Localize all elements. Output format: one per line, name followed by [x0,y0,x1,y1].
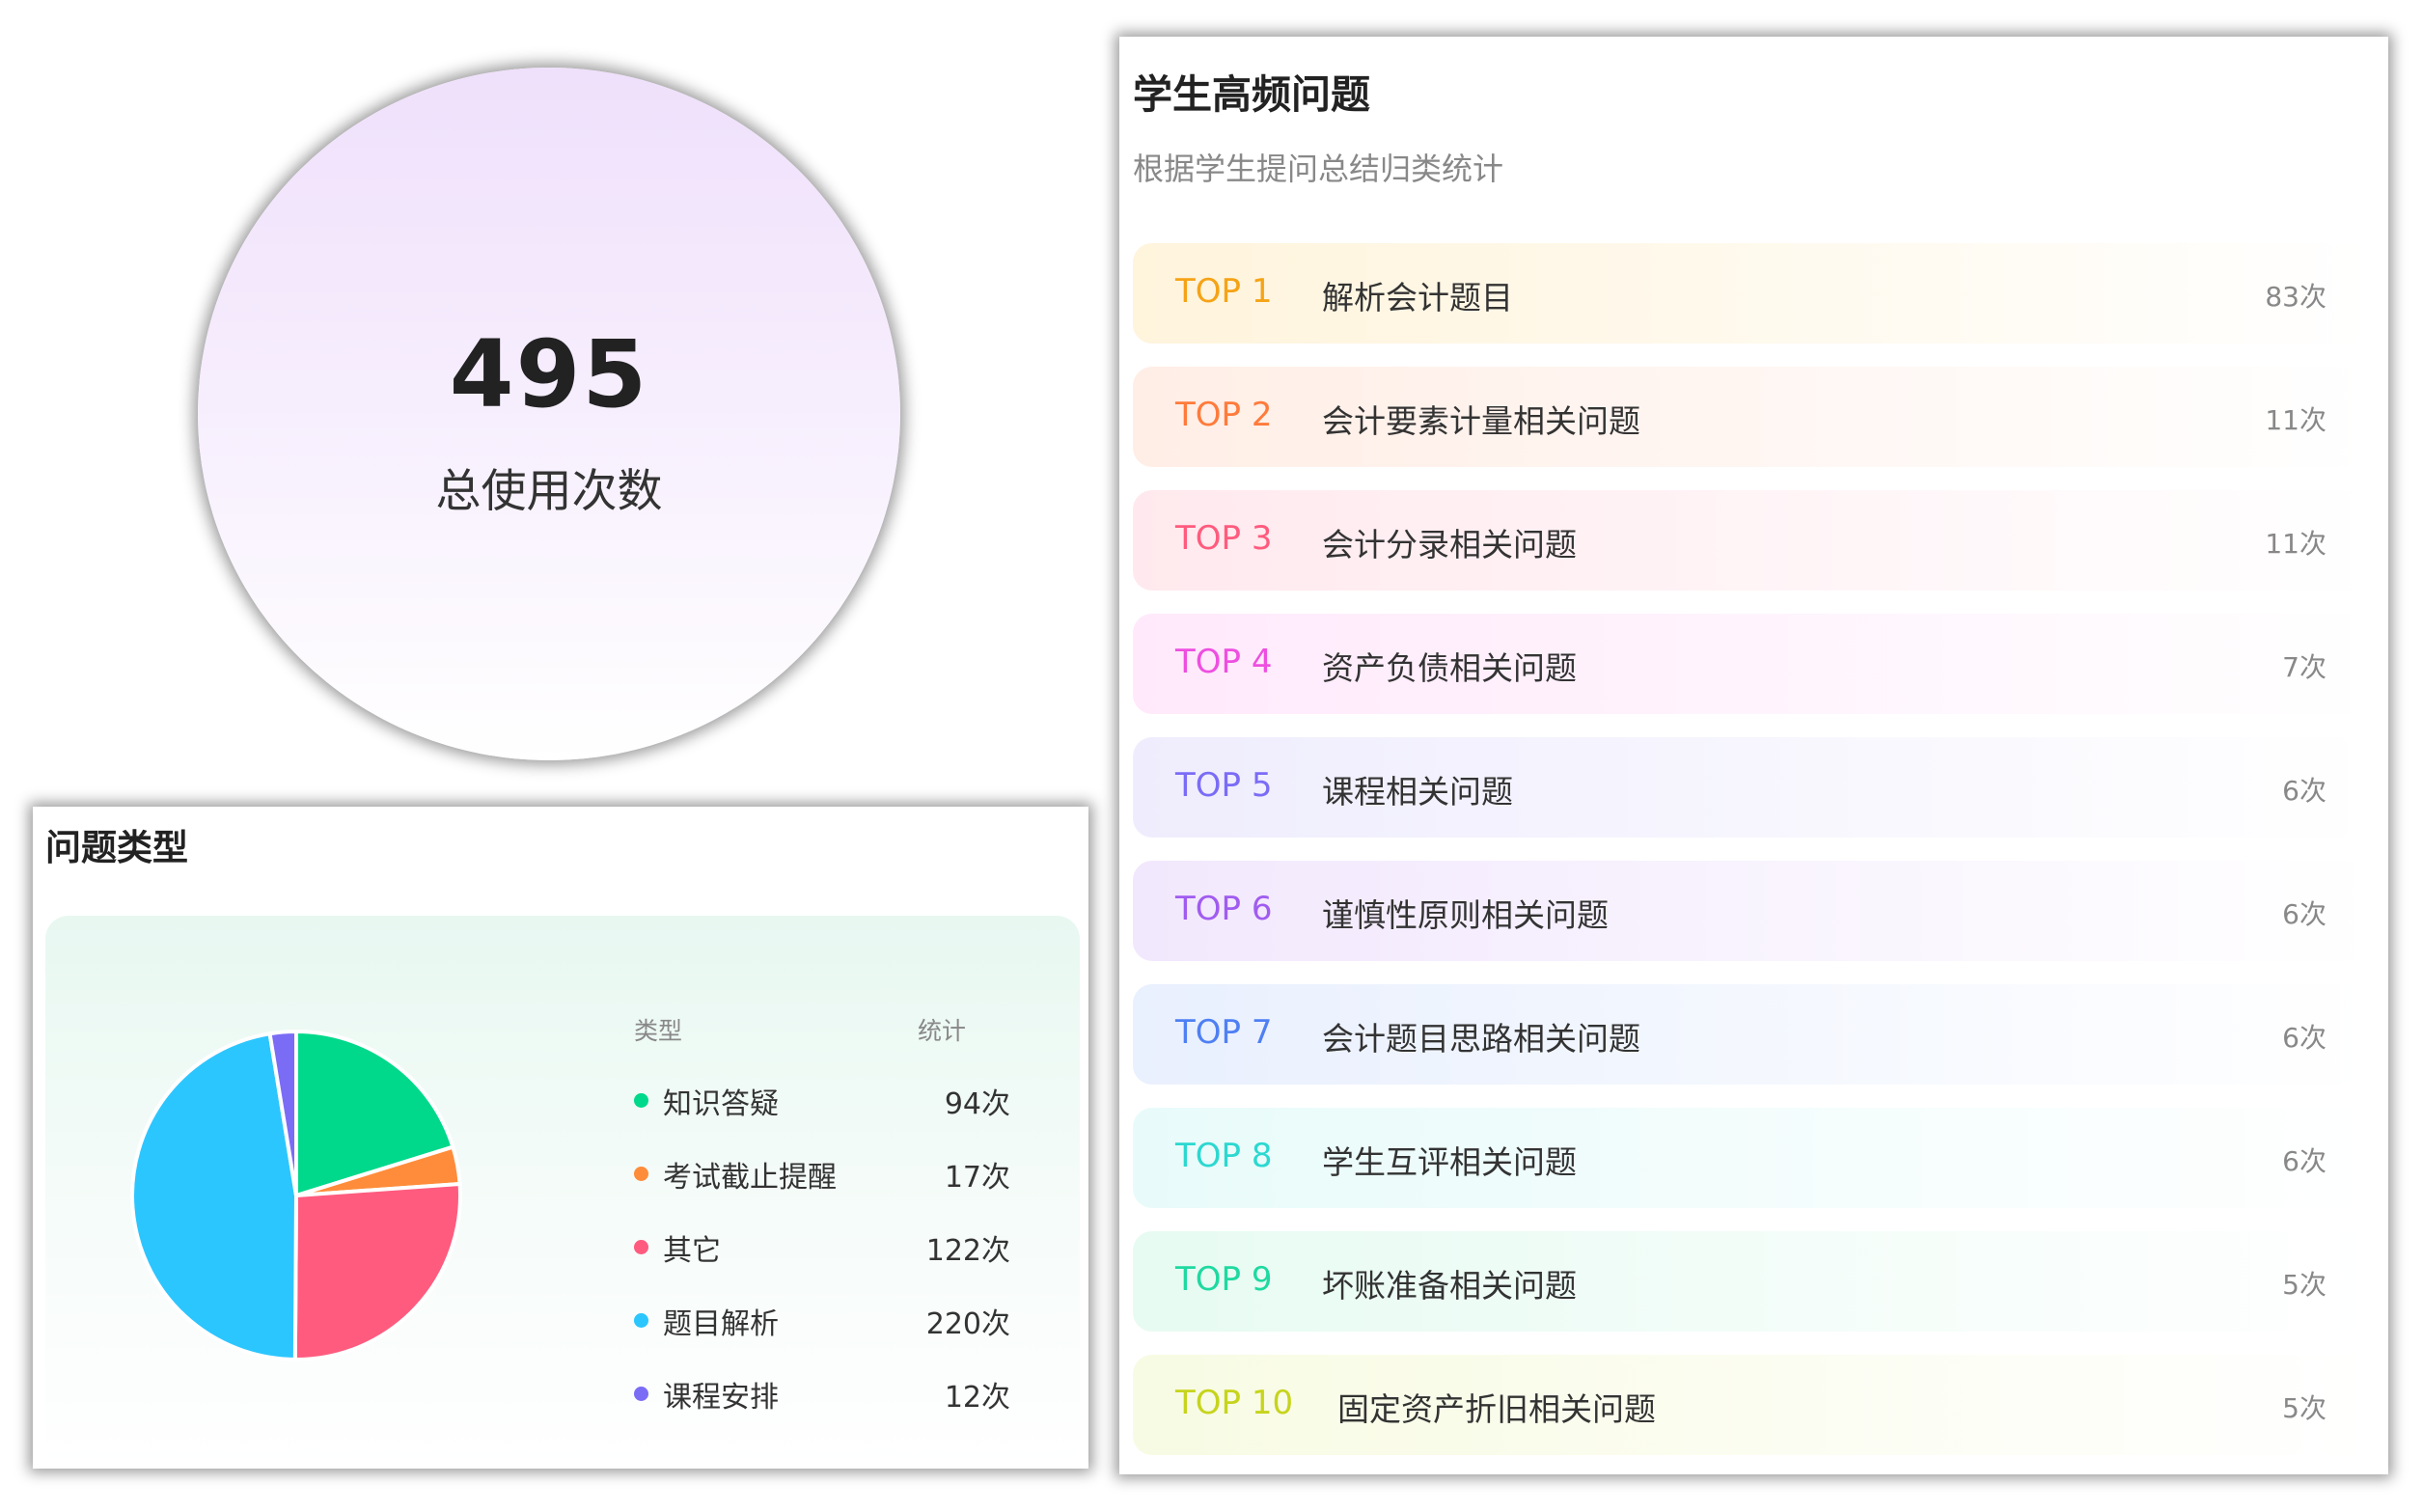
legend-item-name: 考试截止提醒 [663,1161,837,1195]
legend-dot [634,1240,648,1254]
top-questions-title: 学生高频问题 [1133,71,1370,118]
pie-slice-4[interactable] [267,1029,298,1196]
legend-dot [634,1387,648,1401]
usage-total-card: 495 总使用次数 [198,68,900,760]
top-question-row[interactable]: TOP 1 解析会计题目 83次 [1133,243,2373,344]
top-question-count: 6次 [2282,775,2327,807]
top-question-name: 会计分录相关问题 [1322,526,1577,564]
top-question-rank: TOP 10 [1175,1384,1294,1422]
top-question-count: 11次 [2265,528,2327,560]
top-question-count: 6次 [2282,898,2327,930]
legend-item: 其它 122次 [624,1226,1010,1268]
top-question-name: 固定资产折旧相关问题 [1337,1390,1656,1428]
top-question-name: 解析会计题目 [1322,279,1513,316]
legend-dot [634,1313,648,1328]
legend-item-name: 题目解析 [663,1307,779,1341]
top-question-name: 学生互评相关问题 [1322,1143,1577,1181]
top-question-rank: TOP 6 [1175,890,1273,928]
top-question-name: 谨慎性原则相关问题 [1322,896,1609,934]
legend-item-name: 其它 [663,1234,721,1268]
top-question-row[interactable]: TOP 4 资产负债相关问题 7次 [1133,614,2373,714]
top-question-row[interactable]: TOP 10 固定资产折旧相关问题 5次 [1133,1355,2373,1455]
legend-item-count: 220次 [925,1307,1010,1341]
legend-item: 知识答疑 94次 [624,1080,1010,1121]
top-question-count: 6次 [2282,1022,2327,1054]
top-question-row[interactable]: TOP 2 会计要素计量相关问题 11次 [1133,367,2373,467]
top-question-count: 5次 [2282,1269,2327,1301]
top-question-row[interactable]: TOP 8 学生互评相关问题 6次 [1133,1108,2373,1208]
top-question-name: 会计题目思路相关问题 [1322,1020,1640,1058]
legend-item: 课程安排 12次 [624,1373,1010,1415]
pie-slice-0[interactable] [294,1029,455,1198]
question-types-title: 问题类型 [45,827,188,868]
top-questions-card: 学生高频问题 根据学生提问总结归类统计 TOP 1 解析会计题目 83次 TOP… [1119,37,2388,1474]
pie-slice-3[interactable] [130,1031,299,1362]
top-question-rank: TOP 2 [1175,396,1273,434]
top-question-row[interactable]: TOP 6 谨慎性原则相关问题 6次 [1133,861,2373,961]
legend-dot [634,1093,648,1108]
top-questions-subtitle: 根据学生提问总结归类统计 [1133,151,1504,187]
top-question-rank: TOP 3 [1175,519,1273,558]
top-question-row[interactable]: TOP 3 会计分录相关问题 11次 [1133,490,2373,591]
legend-item-name: 课程安排 [663,1381,779,1415]
usage-total-label: 总使用次数 [435,465,663,518]
top-question-name: 会计要素计量相关问题 [1322,402,1640,440]
legend-item-count: 94次 [944,1087,1010,1121]
top-question-rank: TOP 7 [1175,1013,1273,1052]
top-question-rank: TOP 8 [1175,1137,1273,1175]
legend-header-type: 类型 [634,1017,683,1045]
top-question-count: 83次 [2265,281,2327,313]
legend-item-count: 17次 [944,1161,1010,1195]
top-question-row[interactable]: TOP 9 坏账准备相关问题 5次 [1133,1231,2373,1332]
top-question-name: 资产负债相关问题 [1322,649,1577,687]
top-question-count: 6次 [2282,1145,2327,1177]
top-question-rank: TOP 4 [1175,643,1273,681]
legend-dot [634,1167,648,1181]
top-question-rank: TOP 5 [1175,766,1273,805]
legend-item: 题目解析 220次 [624,1300,1010,1341]
question-types-card: 问题类型 类型 统计 知识答疑 94次 考试截止提醒 17次 其它 122次 题… [33,807,1088,1469]
legend-item: 考试截止提醒 17次 [624,1153,1010,1195]
legend-item-count: 12次 [944,1381,1010,1415]
legend-item-count: 122次 [925,1234,1010,1268]
top-question-count: 5次 [2282,1392,2327,1424]
pie-slice-2[interactable] [292,1181,462,1361]
top-question-rank: TOP 9 [1175,1260,1273,1299]
top-question-count: 7次 [2282,651,2327,683]
legend-header-count: 统计 [918,1017,967,1045]
question-types-pie-chart [130,1029,462,1362]
question-types-panel: 类型 统计 知识答疑 94次 考试截止提醒 17次 其它 122次 题目解析 2… [45,916,1080,1469]
top-question-rank: TOP 1 [1175,272,1273,311]
top-question-row[interactable]: TOP 5 课程相关问题 6次 [1133,737,2373,838]
legend-item-name: 知识答疑 [663,1087,779,1121]
top-question-name: 课程相关问题 [1322,773,1513,811]
top-question-row[interactable]: TOP 7 会计题目思路相关问题 6次 [1133,984,2373,1085]
top-question-count: 11次 [2265,404,2327,436]
top-question-name: 坏账准备相关问题 [1322,1267,1577,1305]
usage-total-value: 495 [449,320,649,428]
